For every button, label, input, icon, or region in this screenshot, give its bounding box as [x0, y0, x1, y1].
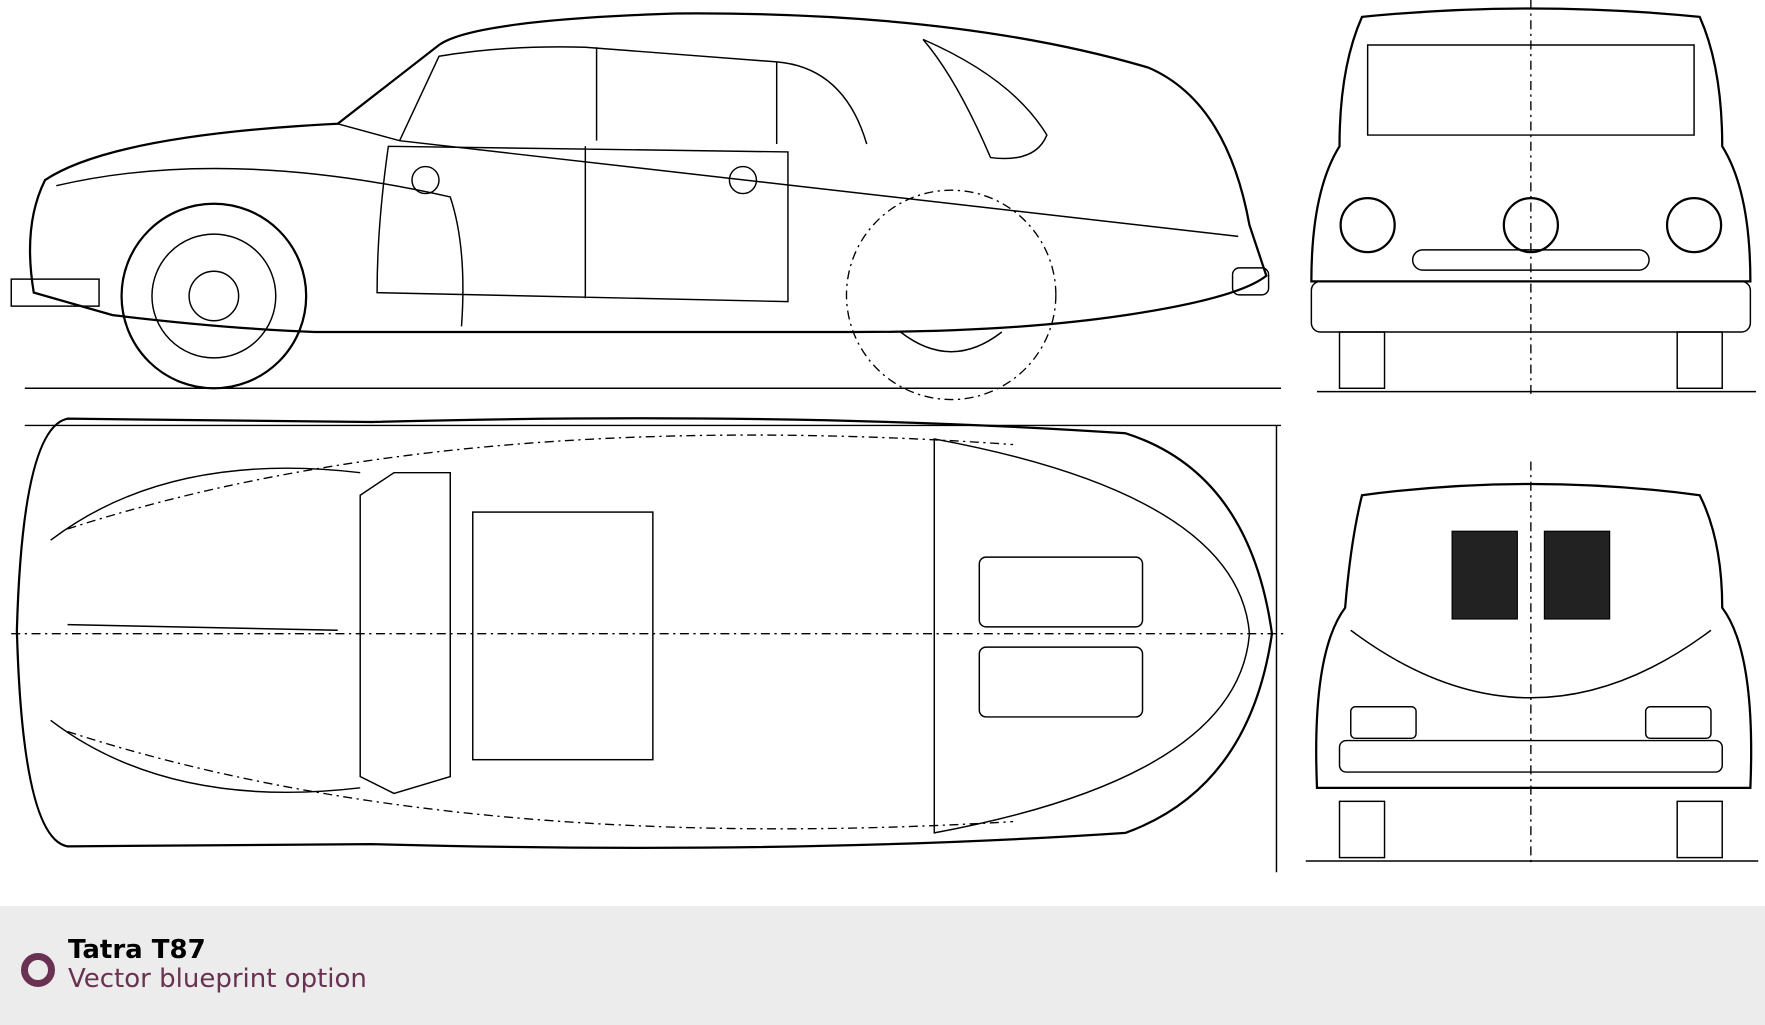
side-view	[10, 12, 1281, 401]
front-view	[1310, 0, 1756, 394]
caption-title: Tatra T87	[68, 935, 206, 965]
caption-bar	[0, 906, 1765, 1025]
top-view	[11, 417, 1284, 873]
ring-bullet-icon	[21, 953, 55, 987]
rear-view	[1305, 461, 1759, 867]
blueprint-drawing	[10, 0, 1759, 873]
caption-subtitle: Vector blueprint option	[68, 964, 367, 994]
